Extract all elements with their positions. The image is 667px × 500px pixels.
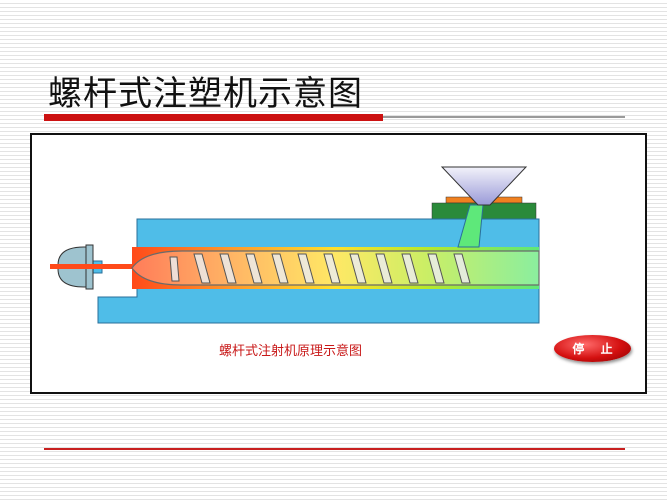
title-underline-rule xyxy=(383,116,625,118)
screw-flight xyxy=(401,253,419,284)
nozzle-bore xyxy=(50,264,138,269)
screw-flight xyxy=(169,256,180,282)
hopper xyxy=(440,166,528,206)
screw-flight xyxy=(375,253,393,284)
screw-flight xyxy=(453,253,471,284)
stop-button[interactable]: 停 止 xyxy=(554,335,631,362)
screw-flight xyxy=(323,253,341,284)
diagram-caption: 螺杆式注射机原理示意图 xyxy=(219,344,363,359)
footer-rule xyxy=(44,448,625,450)
title-underline-accent xyxy=(44,114,383,121)
screw-flight xyxy=(245,253,263,284)
injection-machine-diagram xyxy=(50,166,540,324)
screw-flight xyxy=(219,253,237,284)
stop-button-label: 停 止 xyxy=(572,342,619,356)
screw-flight xyxy=(297,253,315,284)
screw-flights xyxy=(169,253,471,284)
screw-flight xyxy=(427,253,445,284)
animation-frame: 螺杆式注射机原理示意图 停 止 xyxy=(30,133,647,394)
screw-flight xyxy=(193,253,211,284)
screw-flight xyxy=(271,253,289,284)
screw-flight xyxy=(349,253,367,284)
slide-title: 螺杆式注塑机示意图 xyxy=(48,74,363,114)
